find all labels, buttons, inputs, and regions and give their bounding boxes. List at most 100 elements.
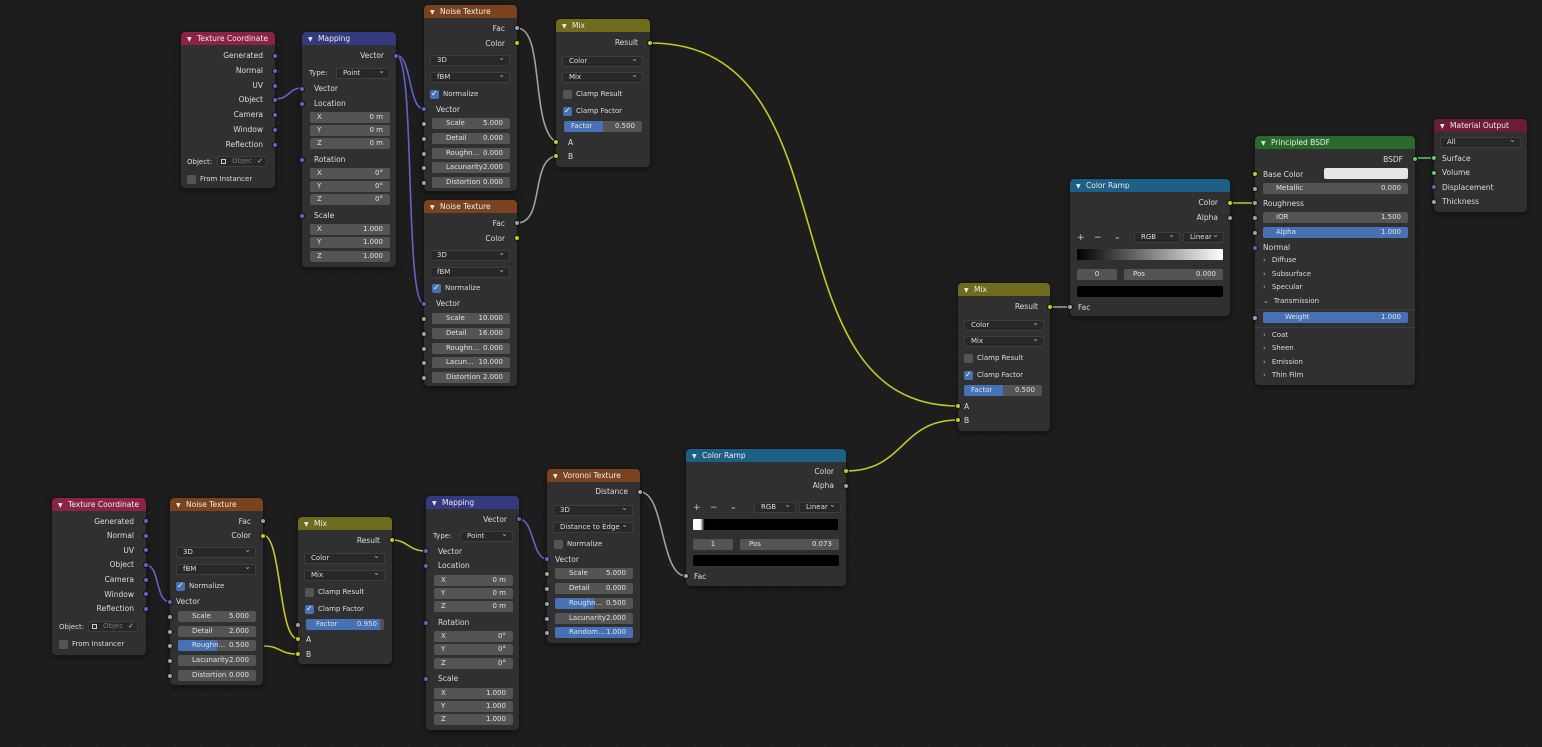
socket-lacunarity[interactable] [421, 360, 427, 366]
socket-b[interactable] [553, 153, 559, 159]
socket-out-vector[interactable] [393, 53, 399, 59]
node-header[interactable]: ▼Noise Texture [424, 200, 517, 213]
socket-camera[interactable] [143, 577, 149, 583]
socket-result[interactable] [389, 537, 395, 543]
lacunarity-field[interactable]: Lacun...10.000 [432, 357, 510, 368]
checkmark-icon[interactable] [430, 88, 439, 99]
chevron-down-icon[interactable]: ▼ [692, 453, 697, 460]
stop-index-field[interactable]: 1 [693, 539, 733, 550]
socket-uv[interactable] [272, 83, 278, 89]
chevron-down-icon[interactable]: ▼ [432, 500, 437, 507]
node-header[interactable]: ▼Noise Texture [170, 498, 263, 511]
panel-specular[interactable]: Specular [1263, 282, 1303, 293]
data-type-dropdown[interactable]: Color [304, 551, 385, 564]
checkbox-box[interactable] [964, 354, 973, 363]
socket-uv[interactable] [143, 547, 149, 553]
chevron-down-icon[interactable]: ▼ [304, 521, 309, 528]
socket-roughness[interactable] [167, 643, 173, 649]
checkmark-icon[interactable] [432, 282, 441, 293]
gradient-ramp[interactable] [1077, 249, 1223, 260]
object-field[interactable]: Objec✓ [88, 621, 138, 632]
socket-roughness[interactable] [421, 346, 427, 352]
socket-window[interactable] [272, 127, 278, 133]
socket-b[interactable] [955, 417, 961, 423]
color-ramp-node[interactable]: ▼Color Ramp Color Alpha + − ⌄ RGB Linear… [1067, 178, 1233, 317]
checkmark-icon[interactable] [563, 105, 572, 116]
socket-location[interactable] [423, 563, 429, 569]
socket-out-vector[interactable] [516, 516, 522, 522]
socket-lacunarity[interactable] [421, 165, 427, 171]
socket-color[interactable] [260, 533, 266, 539]
chevron-down-icon[interactable]: ▼ [430, 9, 435, 16]
socket-scale[interactable] [544, 571, 550, 577]
node-header[interactable]: ▼Voronoi Texture [547, 469, 640, 482]
normalize-checkbox[interactable]: Normalize [554, 539, 602, 550]
mix-node-3[interactable]: ▼Mix Result Color Mix Clamp Result Clamp… [955, 282, 1053, 432]
mapping-node-2[interactable]: ▼Mapping Vector Type: Point Vector Locat… [423, 495, 522, 731]
chevron-down-icon[interactable]: ▼ [176, 502, 181, 509]
socket-scale[interactable] [167, 614, 173, 620]
minus-icon[interactable]: − [710, 503, 718, 513]
target-dropdown[interactable]: All [1440, 135, 1521, 148]
type-dropdown[interactable]: Point [336, 66, 390, 79]
checkbox-box[interactable] [187, 175, 196, 184]
chevron-down-icon[interactable]: ▼ [308, 36, 313, 43]
checkbox-box[interactable] [554, 540, 563, 549]
socket-ior[interactable] [1252, 215, 1258, 221]
socket-color[interactable] [843, 468, 849, 474]
roughness-field[interactable]: Roughn...0.000 [432, 148, 510, 159]
socket-fac[interactable] [514, 220, 520, 226]
socket-location[interactable] [299, 101, 305, 107]
chevron-down-icon[interactable]: ▼ [562, 23, 567, 30]
socket-vector[interactable] [421, 106, 427, 112]
socket-roughness[interactable] [421, 151, 427, 157]
data-type-dropdown[interactable]: Color [964, 318, 1044, 331]
socket-scale[interactable] [421, 121, 427, 127]
checkmark-icon[interactable] [176, 580, 185, 591]
socket-vector[interactable] [421, 301, 427, 307]
clamp-factor-checkbox[interactable]: Clamp Factor [964, 369, 1023, 381]
node-header[interactable]: ▼Mix [556, 19, 650, 32]
socket-reflection[interactable] [143, 606, 149, 612]
socket-lacunarity[interactable] [167, 658, 173, 664]
node-header[interactable]: ▼Principled BSDF [1255, 136, 1415, 149]
chevron-down-icon[interactable]: ▼ [430, 204, 435, 211]
panel-transmission[interactable]: Transmission [1263, 296, 1319, 307]
socket-color[interactable] [514, 235, 520, 241]
panel-thin-film[interactable]: Thin Film [1263, 370, 1304, 381]
socket-detail[interactable] [421, 331, 427, 337]
socket-fac[interactable] [1067, 304, 1073, 310]
socket-object[interactable] [272, 97, 278, 103]
checkbox-box[interactable] [305, 588, 314, 597]
socket-roughness[interactable] [544, 601, 550, 607]
node-header[interactable]: ▼Texture Coordinate [52, 498, 146, 511]
node-header[interactable]: ▼Material Output [1434, 119, 1527, 132]
socket-color[interactable] [1227, 200, 1233, 206]
socket-thickness[interactable] [1431, 199, 1437, 205]
checkbox-box[interactable] [563, 90, 572, 99]
randomness-field[interactable]: Random...1.000 [555, 627, 633, 638]
normalize-checkbox[interactable]: Normalize [432, 282, 480, 294]
eyedropper-icon[interactable]: ✓ [257, 157, 263, 165]
node-header[interactable]: ▼Texture Coordinate [181, 32, 275, 45]
node-header[interactable]: ▼Color Ramp [1070, 179, 1230, 192]
panel-emission[interactable]: Emission [1263, 357, 1303, 368]
socket-fac[interactable] [260, 518, 266, 524]
socket-vector[interactable] [544, 556, 550, 562]
